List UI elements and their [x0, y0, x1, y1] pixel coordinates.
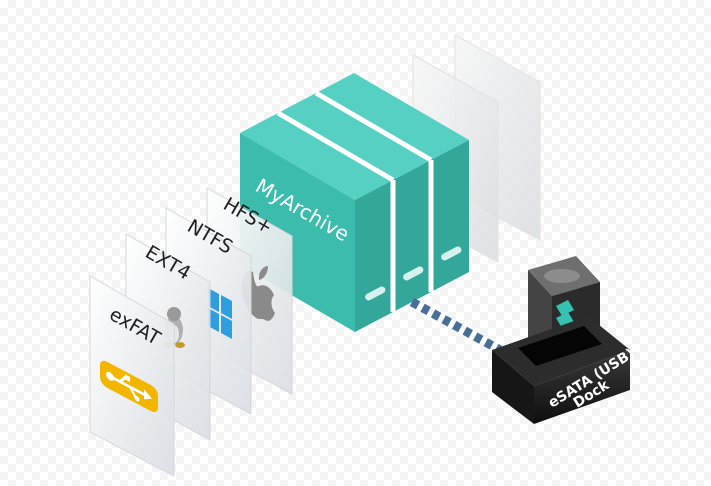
dock-front: [492, 350, 534, 424]
dock-side: [534, 350, 630, 424]
archive-right-face: [355, 140, 469, 332]
usb-drive-icon: [100, 360, 158, 413]
drive-handle: [441, 246, 462, 261]
archive-divider: [276, 110, 395, 183]
archive-divider: [314, 90, 433, 163]
connector-line: [409, 298, 503, 354]
drive-handle: [365, 286, 386, 301]
archive-top-face: [240, 73, 469, 200]
dock-slot: [518, 326, 602, 366]
windows-logo-icon: [208, 288, 232, 339]
drive-handle: [403, 266, 424, 281]
archive-front-face: [240, 133, 355, 332]
archive-box: MyArchive: [240, 73, 469, 332]
filesystem-exfat-sheet: exFAT: [89, 275, 175, 477]
esata-usb-dock: eSATA (USB) Dock: [492, 256, 638, 424]
